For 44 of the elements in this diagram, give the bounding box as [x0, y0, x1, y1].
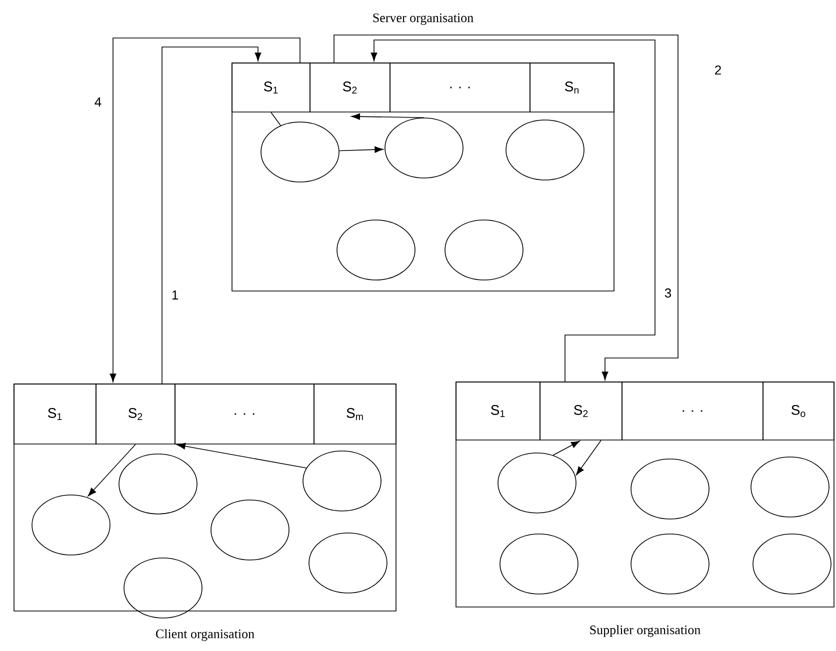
ellipse	[630, 458, 710, 520]
node-label: Server organisation	[373, 13, 474, 25]
edge-label: 3	[664, 288, 672, 298]
service-cell: S$_{n}$	[530, 62, 614, 112]
arrow	[576, 440, 602, 476]
service-cell: S$_{m}$	[314, 384, 396, 444]
service-cell: S$_{2}$	[540, 382, 622, 440]
ellipse	[750, 456, 830, 518]
arrow	[110, 38, 300, 382]
arrow	[370, 40, 656, 382]
ellipse	[210, 500, 290, 560]
arrow	[176, 442, 307, 468]
arrow	[162, 46, 262, 384]
ellipse	[308, 532, 388, 594]
ellipse	[384, 118, 464, 178]
ellipse	[630, 534, 710, 594]
node-label: Supplier organisation	[590, 625, 700, 637]
service-cell: S$_{2}$	[310, 62, 390, 112]
ellipse	[32, 494, 110, 556]
node-label: Client organisation	[156, 629, 254, 641]
service-cell: S$_{1}$	[232, 62, 310, 112]
service-cell: S$_{1}$	[14, 384, 96, 444]
ellipse	[498, 452, 576, 514]
edge-label: 4	[94, 98, 102, 106]
service-cell: S$_{1}$	[456, 382, 540, 440]
edge-label: 2	[715, 65, 721, 75]
ellipse	[124, 558, 202, 618]
ellipse	[752, 534, 832, 594]
ellipse	[500, 534, 578, 594]
service-cell: S$_{2}$	[96, 384, 176, 444]
arrow	[338, 146, 384, 153]
arrow	[334, 34, 678, 380]
ellipse	[336, 220, 416, 280]
service-cell: . . .	[390, 62, 530, 112]
ellipse	[444, 220, 524, 280]
service-cell: S$_{o}$	[762, 382, 834, 440]
ellipse	[118, 454, 198, 514]
ellipse	[506, 120, 584, 180]
service-cell: . . .	[622, 382, 764, 440]
ellipse	[302, 450, 382, 512]
service-cell: . . .	[174, 384, 314, 444]
ellipse	[260, 122, 340, 182]
arrow	[552, 440, 580, 456]
edge-label: 1	[172, 290, 178, 300]
